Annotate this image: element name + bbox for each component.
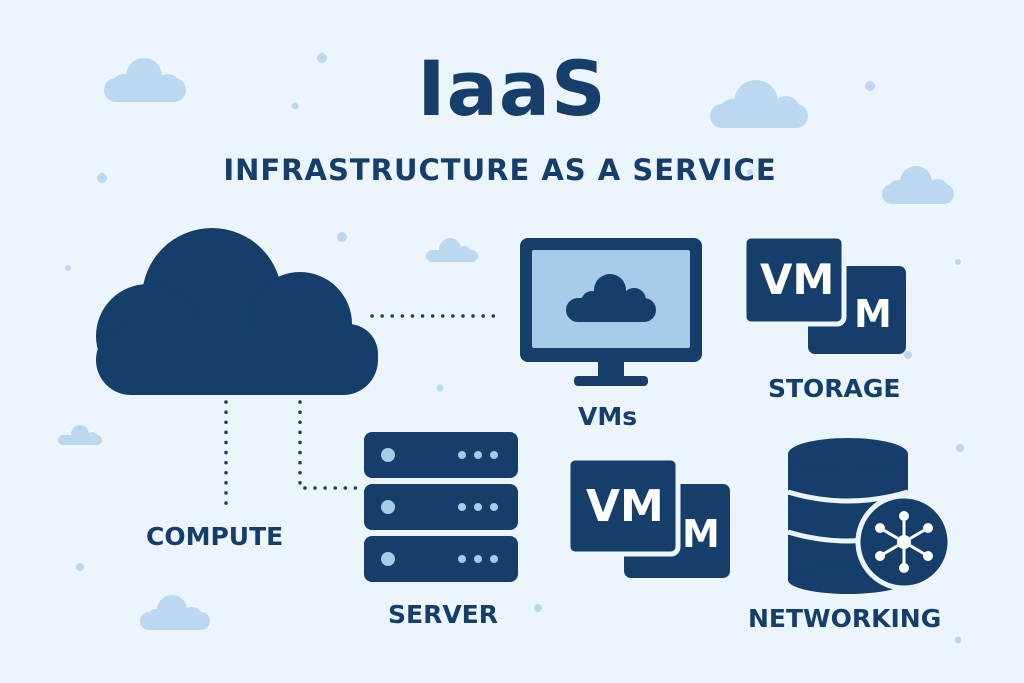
main-cloud-icon	[96, 228, 378, 395]
label-networking: NETWORKING	[748, 604, 942, 633]
vm-card-back-text: M	[854, 292, 892, 336]
vm-card-back-text: M	[682, 512, 720, 556]
monitor-cloud-icon	[566, 274, 656, 322]
server-icon	[364, 432, 518, 582]
page-title: IaaS	[417, 44, 607, 133]
page-subtitle: INFRASTRUCTURE AS A SERVICE	[223, 153, 777, 187]
decor-cloud-icon	[710, 80, 808, 128]
vm-card-front-text: VM	[586, 481, 664, 532]
decorative-clouds	[58, 53, 964, 644]
vm-cards-bottom	[565, 455, 730, 578]
connector-cloud-to-server	[298, 400, 360, 490]
vm-card-front	[741, 233, 847, 327]
decor-cloud-icon	[58, 425, 102, 445]
label-server: SERVER	[388, 600, 499, 629]
decor-cloud-icon	[426, 238, 478, 262]
monitor-icon	[520, 238, 702, 386]
decor-cloud-icon	[104, 58, 186, 102]
vm-cards-top	[741, 233, 906, 354]
label-compute: COMPUTE	[146, 522, 284, 551]
decor-cloud-icon	[140, 595, 210, 630]
label-vms: VMs	[578, 402, 638, 431]
decor-cloud-icon	[882, 166, 954, 204]
label-storage: STORAGE	[768, 374, 901, 403]
vm-card-front	[565, 455, 681, 557]
network-hub-icon	[855, 493, 953, 591]
vm-card-front-text: VM	[760, 255, 835, 304]
dotted-connectors	[224, 314, 496, 512]
